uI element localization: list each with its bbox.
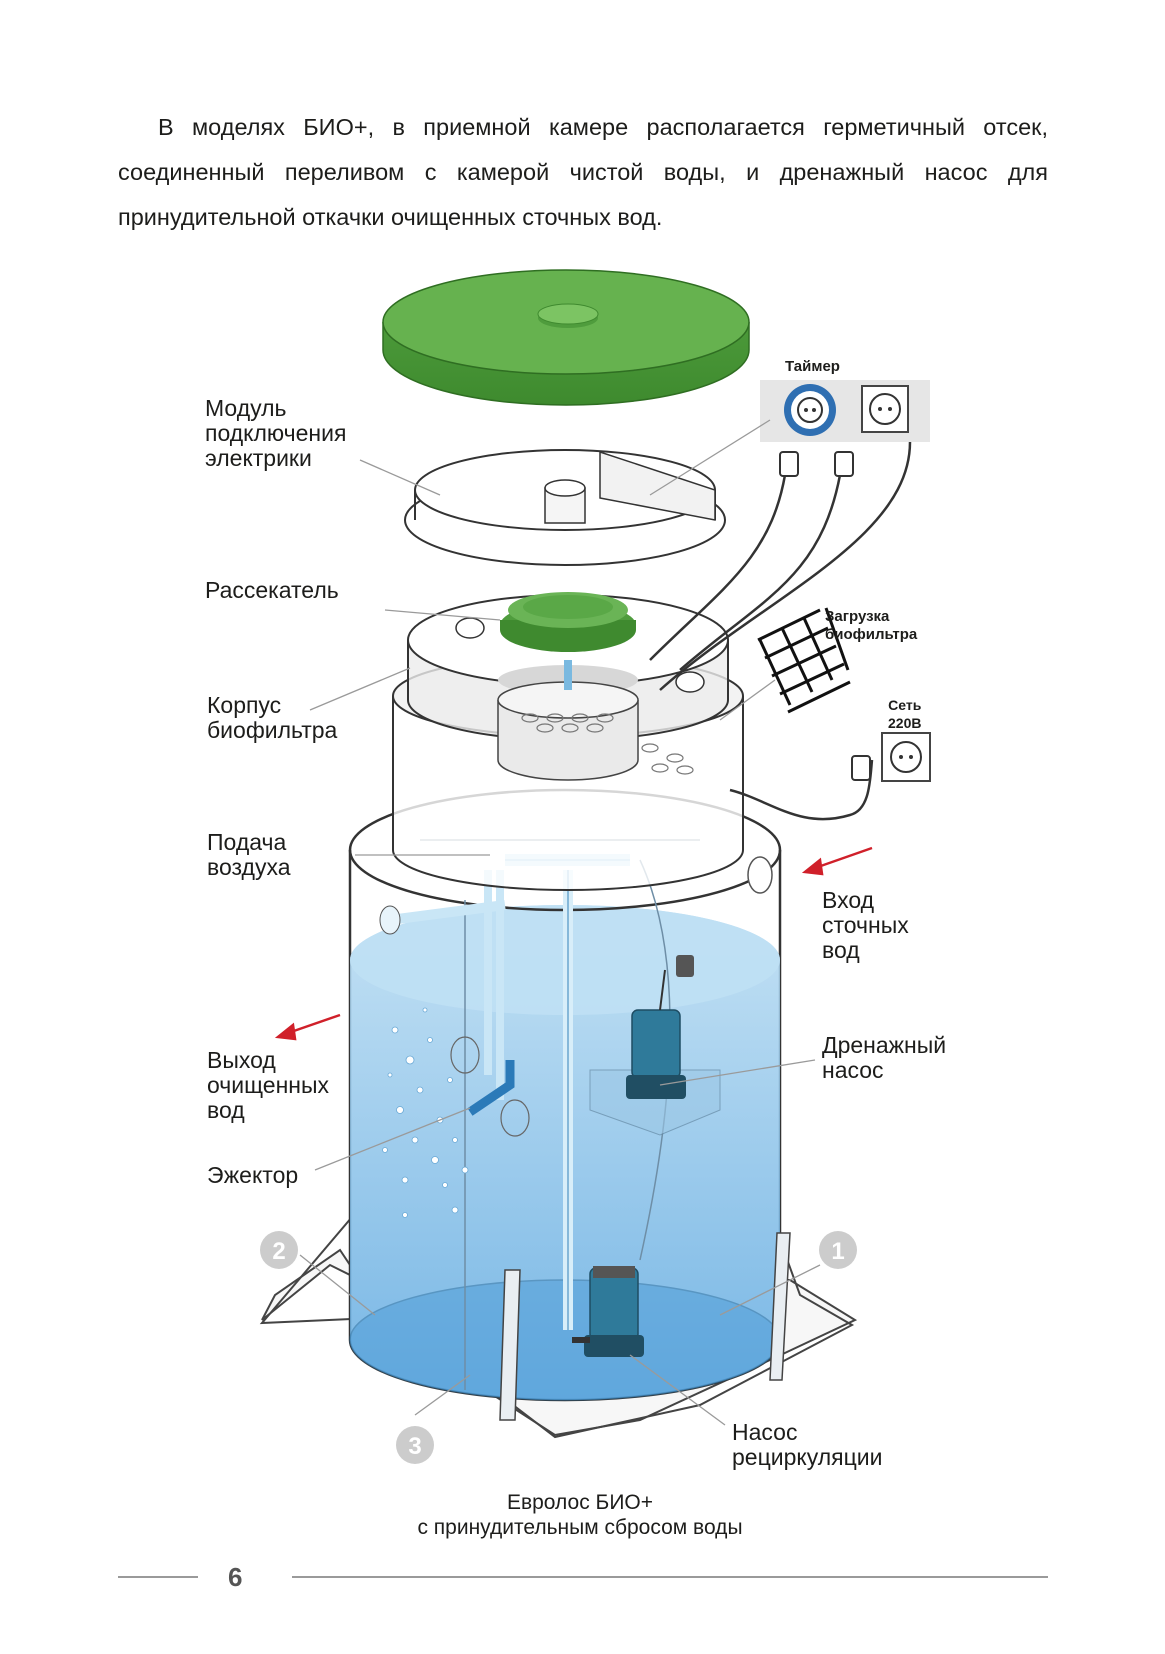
marker-3 [396,1426,434,1464]
footer-line-right [292,1576,1048,1578]
marker-1 [819,1231,857,1269]
marker-2-label: 2 [272,1238,285,1265]
socket-220-icon [881,732,931,782]
marker-3-label: 3 [408,1433,421,1460]
figure-caption: Евролос БИО+ с принудительным сбросом во… [417,1491,743,1539]
biofilter-load-icon [757,607,851,714]
flow-arrows [274,846,873,1041]
label-outlet: Выход очищенных вод [207,1047,330,1123]
drain-pump-body [631,1009,681,1079]
plug-icon [779,451,871,781]
label-bio-load: Загрузка биофильтра [825,608,918,643]
label-recirc-pump: Насос рециркуляции [732,1419,883,1470]
footer-line-left [118,1576,198,1578]
label-air: Подача воздуха [207,829,291,880]
power-cables [649,441,912,821]
label-splitter: Рассекатель [205,577,339,603]
leader-lines [299,419,821,1426]
label-body: Корпус биофильтра [207,692,338,743]
label-timer: Таймер [785,358,840,375]
socket-icon [861,385,909,433]
label-inlet: Вход сточных вод [822,887,909,963]
sealed-compartment [589,1069,721,1136]
number-markers [260,1231,857,1464]
label-ejector: Эжектор [207,1162,299,1188]
intro-paragraph: В моделях БИО+, в приемной камере распол… [118,114,1048,230]
page-number: 6 [228,1562,243,1592]
marker-2 [260,1231,298,1269]
label-drain-pump: Дренажный насос [822,1032,947,1083]
label-network: Сеть 220В [888,697,922,731]
label-module: Модуль подключения электрики [205,395,347,471]
recirc-pump-body [589,1267,639,1341]
air-bubbles [382,1007,469,1218]
marker-1-label: 1 [831,1238,844,1265]
ejector [467,1060,515,1116]
